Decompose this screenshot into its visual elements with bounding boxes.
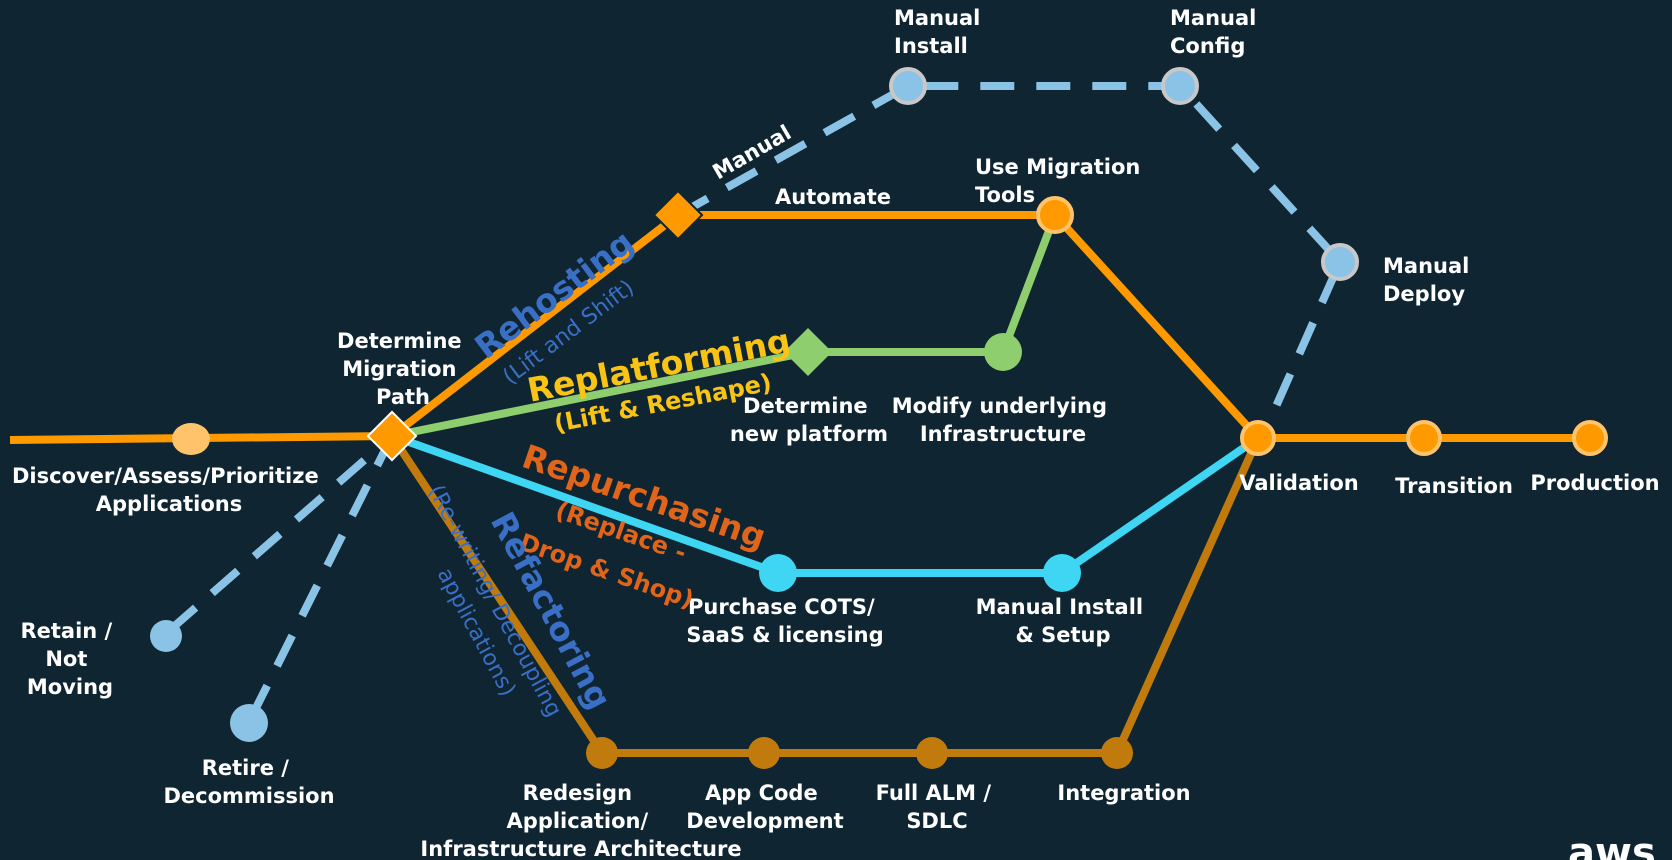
app-code-label: App Code Development	[686, 781, 843, 833]
retain-label: Retain / Not Moving	[20, 619, 119, 699]
discover-node	[172, 423, 210, 455]
modify-infra-label: Modify underlying Infrastructure	[892, 394, 1115, 446]
determine-path-label: Determine Migration Path	[337, 329, 469, 409]
manual-install-label: Manual Install	[894, 6, 988, 58]
production-label: Production	[1530, 471, 1659, 495]
manual-config-label: Manual Config	[1170, 6, 1264, 58]
validation-node	[1240, 420, 1276, 456]
discover-label: Discover/Assess/Prioritize Applications	[12, 464, 326, 516]
integration-node	[1101, 737, 1133, 769]
replatform-diamond	[783, 327, 833, 377]
purchase-cots-node	[759, 554, 797, 592]
retire-node	[230, 704, 268, 742]
manual-install-node	[889, 67, 927, 105]
node-labels: Discover/Assess/Prioritize Applications …	[12, 6, 1660, 860]
retain-node	[150, 620, 182, 652]
manual-install-setup-node	[1043, 554, 1081, 592]
manual-config-node	[1161, 67, 1199, 105]
manual-install-setup-label: Manual Install & Setup	[976, 595, 1151, 647]
retire-label: Retire / Decommission	[163, 756, 334, 808]
redesign-node	[586, 737, 618, 769]
retain-dashed-line	[167, 432, 395, 634]
use-migration-tools-node	[1036, 196, 1074, 234]
full-alm-label: Full ALM / SDLC	[876, 781, 999, 833]
modify-infra-node	[984, 333, 1022, 371]
determine-path-diamond	[366, 410, 418, 462]
rehost-diamond	[652, 189, 704, 241]
integration-label: Integration	[1057, 781, 1190, 805]
full-alm-node	[916, 737, 948, 769]
automate-label: Automate	[775, 185, 891, 209]
use-migration-tools-label: Use Migration Tools	[975, 155, 1148, 207]
aws-logo-text: aws	[1568, 830, 1656, 860]
redesign-label: Redesign Application/ Infrastructure Arc…	[420, 781, 741, 860]
transition-node	[1406, 420, 1442, 456]
nodes	[150, 67, 1608, 769]
purchase-cots-label: Purchase COTS/ SaaS & licensing	[686, 595, 883, 647]
transition-label: Transition	[1395, 474, 1513, 498]
determine-platform-label: Determine new platform	[730, 394, 888, 446]
refactor-line	[388, 433, 1262, 757]
production-node	[1572, 420, 1608, 456]
repurchase-line	[390, 432, 1261, 577]
manual-deploy-node	[1321, 243, 1359, 281]
app-code-node	[748, 737, 780, 769]
replatform-line	[391, 213, 1059, 440]
validation-label: Validation	[1239, 471, 1359, 495]
manual-deploy-label: Manual Deploy	[1383, 254, 1477, 306]
rehost-line	[9, 211, 1590, 444]
aws-logo: aws	[1568, 830, 1656, 860]
